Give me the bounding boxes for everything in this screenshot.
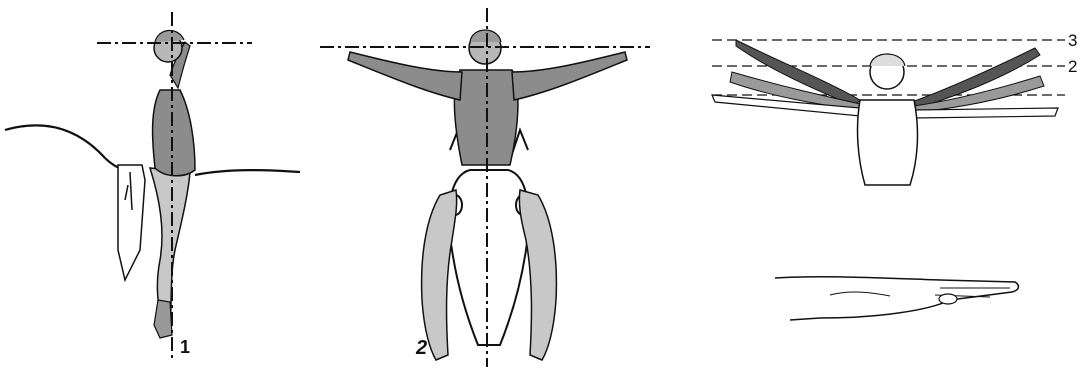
level-3-label: 3 — [1068, 32, 1077, 49]
saddle-flap — [118, 165, 145, 280]
rider-hair-side — [155, 30, 184, 42]
panel-1-side-view — [5, 12, 300, 360]
horse-head-front — [449, 170, 529, 345]
torso-panel-3 — [858, 100, 918, 185]
panel-3-arm-levels — [712, 40, 1065, 320]
rider-leg-left-front — [422, 190, 457, 360]
flat-hand-detail — [775, 277, 1018, 320]
rider-leg-right-front — [519, 190, 556, 360]
thumbnail — [939, 294, 957, 304]
level-2-label: 2 — [1068, 58, 1077, 75]
panel-2-label: 2 — [416, 338, 427, 358]
panel-2-front-view — [320, 8, 650, 367]
rider-hair-front — [470, 30, 501, 42]
rider-torso-side — [153, 90, 195, 176]
rider-boot-side — [154, 300, 172, 338]
panel-1-label: 1 — [180, 338, 190, 356]
hair-panel-3 — [870, 54, 905, 66]
